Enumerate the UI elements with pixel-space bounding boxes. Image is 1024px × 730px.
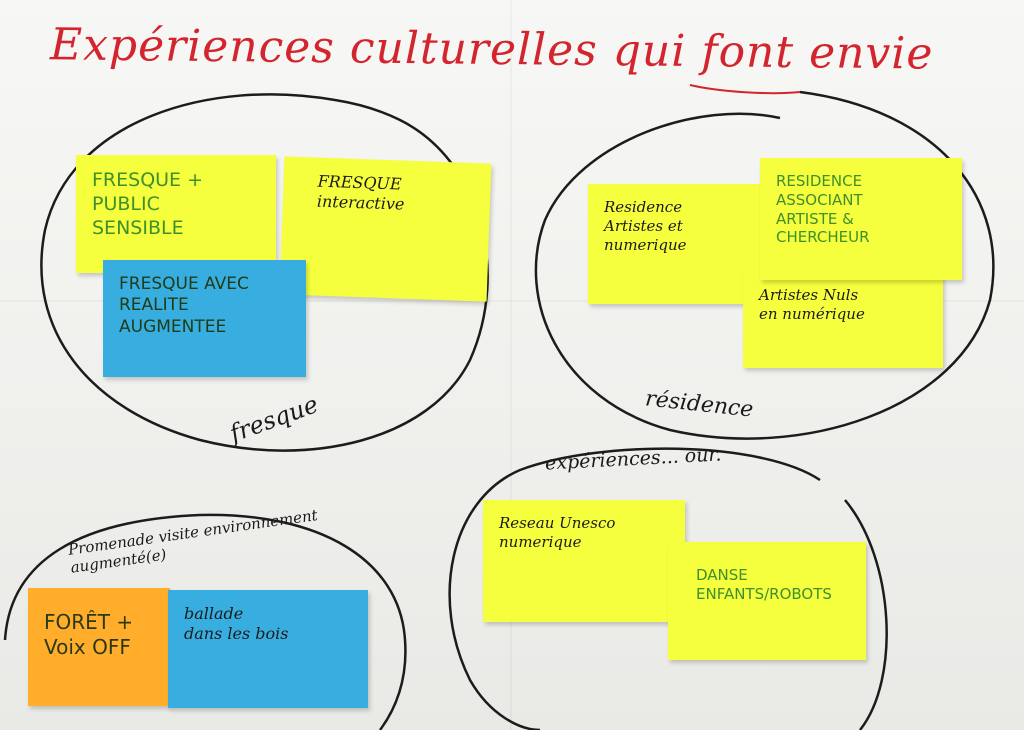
note-text: ballade dans les bois bbox=[184, 604, 289, 643]
note-foret-voix-off: FORÊT + Voix OFF bbox=[28, 588, 170, 706]
note-artistes-nuls: Artistes Nuls en numérique bbox=[743, 270, 943, 368]
note-text: Artistes Nuls en numérique bbox=[759, 286, 865, 323]
note-residence-associant: RESIDENCE ASSOCIANT ARTISTE & CHERCHEUR bbox=[760, 158, 962, 280]
note-fresque-interactive: FRESQUE interactive bbox=[279, 156, 492, 302]
promenade-circle bbox=[3, 513, 407, 730]
note-fresque-realite-augmentee: FRESQUE AVEC REALITE AUGMENTEE bbox=[103, 260, 306, 377]
experiences-circle bbox=[448, 447, 888, 730]
note-reseau-unesco: Reseau Unesco numerique bbox=[483, 500, 685, 622]
note-residence-artistes: Residence Artistes et numerique bbox=[588, 184, 768, 304]
note-text: FRESQUE AVEC REALITE AUGMENTEE bbox=[119, 274, 249, 337]
note-text: FORÊT + Voix OFF bbox=[44, 610, 134, 659]
note-text: FRESQUE interactive bbox=[316, 171, 405, 214]
residence-circle bbox=[534, 90, 995, 440]
note-text: FRESQUE + PUBLIC SENSIBLE bbox=[92, 169, 204, 239]
note-text: Reseau Unesco numerique bbox=[499, 514, 616, 551]
note-fresque-public-sensible: FRESQUE + PUBLIC SENSIBLE bbox=[76, 155, 276, 273]
note-text: DANSE ENFANTS/ROBOTS bbox=[696, 566, 832, 603]
note-text: RESIDENCE ASSOCIANT ARTISTE & CHERCHEUR bbox=[776, 172, 870, 247]
note-ballade-dans-les-bois: ballade dans les bois bbox=[168, 590, 368, 708]
note-danse-enfants-robots: DANSE ENFANTS/ROBOTS bbox=[668, 542, 866, 660]
note-text: Residence Artistes et numerique bbox=[604, 198, 687, 254]
page-title: Expériences culturelles qui font envie bbox=[49, 19, 934, 80]
